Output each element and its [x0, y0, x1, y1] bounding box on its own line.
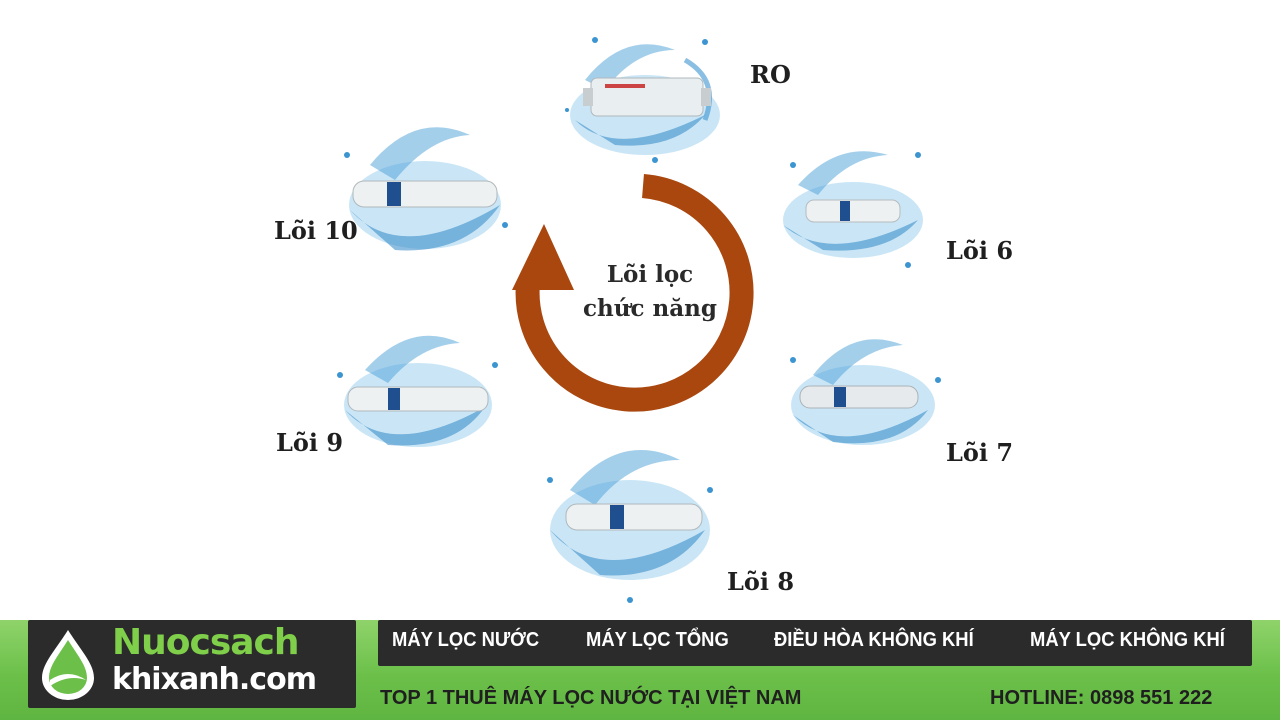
filter-10-image — [335, 105, 515, 275]
filter-label-ro: RO — [750, 60, 791, 89]
logo-text-line1: Nuocsach — [112, 622, 299, 663]
nav-may-loc-khong-khi[interactable]: MÁY LỌC KHÔNG KHÍ — [1030, 629, 1225, 652]
filter-9-image — [330, 315, 505, 475]
nav-may-loc-tong[interactable]: MÁY LỌC TỔNG — [586, 629, 729, 652]
site-logo[interactable]: Nuocsach khixanh.com — [28, 620, 356, 708]
filter-7-image — [778, 320, 948, 470]
center-label: Lõi lọc chức năng — [560, 258, 740, 326]
tagline: TOP 1 THUÊ MÁY LỌC NƯỚC TẠI VIỆT NAM — [380, 687, 801, 710]
center-label-line1: Lõi lọc — [560, 258, 740, 292]
nav-dieu-hoa-khong-khi[interactable]: ĐIỀU HÒA KHÔNG KHÍ — [774, 629, 974, 652]
filter-label-6: Lõi 6 — [946, 236, 1013, 265]
logo-text-line2: khixanh.com — [112, 662, 316, 697]
filter-8-image — [530, 420, 730, 610]
filter-cycle-diagram: Lõi lọc chức năng RO Lõi 6 Lõi 7 — [0, 0, 1280, 620]
water-drop-logo-icon — [36, 628, 100, 700]
center-label-line2: chức năng — [560, 292, 740, 326]
main-nav: MÁY LỌC NƯỚC MÁY LỌC TỔNG ĐIỀU HÒA KHÔNG… — [378, 620, 1252, 666]
hotline[interactable]: HOTLINE: 0898 551 222 — [990, 687, 1212, 710]
filter-label-9: Lõi 9 — [276, 428, 343, 457]
filter-6-image — [768, 125, 938, 275]
filter-label-7: Lõi 7 — [946, 438, 1013, 467]
footer-banner: Nuocsach khixanh.com MÁY LỌC NƯỚC MÁY LỌ… — [0, 620, 1280, 720]
ro-membrane-image — [555, 20, 735, 170]
filter-label-8: Lõi 8 — [727, 567, 794, 596]
nav-may-loc-nuoc[interactable]: MÁY LỌC NƯỚC — [392, 629, 539, 652]
filter-label-10: Lõi 10 — [274, 216, 358, 245]
